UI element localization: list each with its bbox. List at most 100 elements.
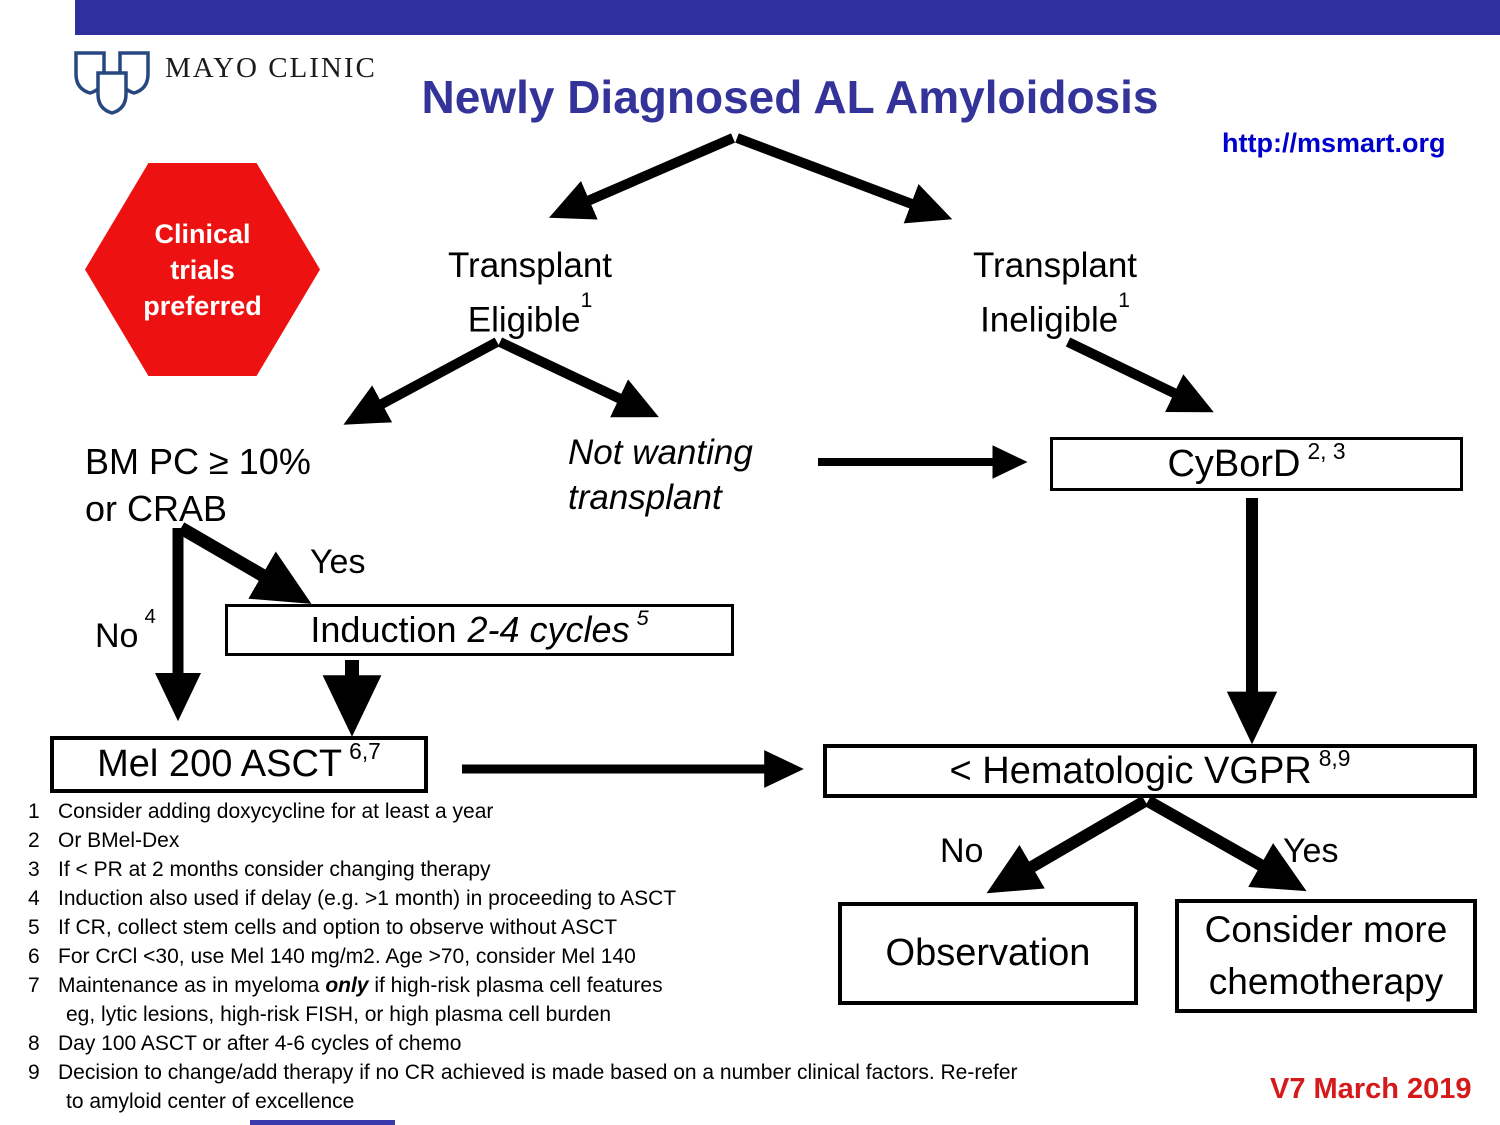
footnote-text: Induction also used if delay (e.g. >1 mo… <box>58 884 1290 913</box>
msmart-link[interactable]: http://msmart.org <box>1222 128 1446 158</box>
footnote-row-7: 7 Maintenance as in myeloma only if high… <box>28 971 1290 1029</box>
mel200-label: Mel 200 ASCT <box>97 743 343 785</box>
box-observation: Observation <box>838 902 1138 1005</box>
transplant-ineligible-line1: Transplant <box>972 246 1138 285</box>
footnote-text: If CR, collect stem cells and option to … <box>58 913 1290 942</box>
vgpr-label: < Hematologic VGPR <box>949 749 1312 792</box>
transplant-eligible-line2: Eligible1 <box>395 289 665 344</box>
induction-label: Induction <box>310 609 457 650</box>
chemo-text: Consider more chemotherapy <box>1205 904 1448 1008</box>
observation-label: Observation <box>885 932 1091 974</box>
footnote-text-main: If < PR at 2 months consider changing th… <box>58 858 491 881</box>
footnote-number: 7 <box>28 974 40 997</box>
clinical-trials-badge: Clinical trials preferred <box>85 163 320 376</box>
footnote-number: 4 <box>28 887 40 910</box>
version-stamp: V7 March 2019 <box>1270 1073 1472 1105</box>
node-transplant-ineligible: Transplant Ineligible1 <box>920 242 1190 344</box>
label-no-asct-text: No <box>95 617 139 655</box>
clinical-trials-badge-text: Clinical trials preferred <box>143 216 262 324</box>
not-wanting-line1: Not wanting <box>568 433 753 472</box>
badge-line-3: preferred <box>143 290 262 321</box>
cybord-label: CyBorD <box>1167 442 1301 485</box>
footnote-text-main: Or BMel-Dex <box>58 829 180 852</box>
label-no-observation: No <box>940 832 984 870</box>
footnote-number: 6 <box>28 945 40 968</box>
node-not-wanting-transplant: Not wanting transplant <box>568 430 753 520</box>
footnote-text: Consider adding doxycycline for at least… <box>58 797 1290 826</box>
footnote-row-8: 8 Day 100 ASCT or after 4-6 cycles of ch… <box>28 1029 1290 1058</box>
mayo-logo: MAYO CLINIC <box>73 50 377 118</box>
footnote-text: Maintenance as in myeloma only if high-r… <box>58 971 1290 1029</box>
arrow-bmpc-to-induction <box>177 522 312 604</box>
transplant-eligible-line1: Transplant <box>447 246 613 285</box>
footnote-row-1: 1 Consider adding doxycycline for at lea… <box>28 797 1290 826</box>
mayo-logo-text: MAYO CLINIC <box>165 52 377 84</box>
node-bm-pc-crab: BM PC ≥ 10% or CRAB <box>85 438 311 532</box>
footnote-text-emph: only <box>325 974 369 997</box>
footnote-text: Decision to change/add therapy if no CR … <box>58 1058 1290 1116</box>
bottom-bar-strip <box>250 1120 395 1125</box>
transplant-ineligible-footref: 1 <box>1118 289 1130 313</box>
chemo-line2: chemotherapy <box>1208 961 1444 1002</box>
arrow-eligible-to-notwanting <box>497 337 659 418</box>
footnote-text-line2: eg, lytic lesions, high-risk FISH, or hi… <box>66 1003 612 1026</box>
footnote-text: Or BMel-Dex <box>58 826 1290 855</box>
footnote-text-cont: if high-risk plasma cell features <box>368 974 663 997</box>
footnote-text: If < PR at 2 months consider changing th… <box>58 855 1290 884</box>
footnote-row-6: 6 For CrCl <30, use Mel 140 mg/m2. Age >… <box>28 942 1290 971</box>
arrow-title-to-ineligible <box>735 133 953 224</box>
page-title: Newly Diagnosed AL Amyloidosis <box>421 71 1159 123</box>
transplant-ineligible-label: Ineligible <box>980 300 1119 340</box>
induction-detail: 2-4 cycles <box>467 609 630 650</box>
footnote-text-main: If CR, collect stem cells and option to … <box>58 916 618 939</box>
chemo-line1: Consider more <box>1204 909 1448 950</box>
cybord-footref: 2, 3 <box>1307 437 1346 464</box>
transplant-ineligible-line2: Ineligible1 <box>920 289 1190 344</box>
arrow-eligible-to-bmpc <box>343 337 500 425</box>
induction-footref: 5 <box>636 605 649 631</box>
top-bar <box>75 0 1500 35</box>
footnote-text-main: Day 100 ASCT or after 4-6 cycles of chem… <box>58 1032 462 1055</box>
node-transplant-eligible: Transplant Eligible1 <box>395 242 665 344</box>
footnote-text-main: Decision to change/add therapy if no CR … <box>58 1061 1018 1084</box>
bmpc-line2: or CRAB <box>85 488 228 529</box>
footnote-text: For CrCl <30, use Mel 140 mg/m2. Age >70… <box>58 942 1290 971</box>
label-yes-chemo: Yes <box>1283 832 1339 870</box>
badge-line-1: Clinical <box>154 218 251 249</box>
footnote-text-main: Induction also used if delay (e.g. >1 mo… <box>58 887 677 910</box>
footnote-row-3: 3 If < PR at 2 months consider changing … <box>28 855 1290 884</box>
box-consider-more-chemo: Consider more chemotherapy <box>1175 899 1477 1013</box>
footnote-number: 1 <box>28 800 40 823</box>
not-wanting-line2: transplant <box>568 478 722 517</box>
footnotes-list: 1 Consider adding doxycycline for at lea… <box>28 797 1290 1116</box>
mel200-footref: 6,7 <box>349 738 381 765</box>
footnote-number: 9 <box>28 1061 40 1084</box>
vgpr-footref: 8,9 <box>1318 744 1351 771</box>
arrow-title-to-eligible <box>548 133 735 220</box>
footnote-text-main: Maintenance as in myeloma <box>58 974 326 997</box>
footnote-row-9: 9 Decision to change/add therapy if no C… <box>28 1058 1290 1116</box>
badge-line-2: trials <box>170 254 235 285</box>
footnote-number: 2 <box>28 829 40 852</box>
footnote-number: 5 <box>28 916 40 939</box>
transplant-eligible-footref: 1 <box>580 289 593 313</box>
footnote-number: 8 <box>28 1032 40 1055</box>
transplant-eligible-label: Eligible <box>467 300 581 340</box>
label-no-asct-footref: 4 <box>144 606 156 629</box>
footnote-number: 3 <box>28 858 40 881</box>
bmpc-line1: BM PC ≥ 10% <box>85 441 311 482</box>
mayo-shields-icon <box>74 51 150 115</box>
footnote-row-4: 4 Induction also used if delay (e.g. >1 … <box>28 884 1290 913</box>
footnote-text-main: Consider adding doxycycline for at least… <box>58 800 494 823</box>
footnote-row-2: 2 Or BMel-Dex <box>28 826 1290 855</box>
footnote-text-line2: to amyloid center of excellence <box>66 1090 355 1113</box>
label-yes-induction: Yes <box>310 543 366 581</box>
arrow-ineligible-to-cybord <box>1065 337 1214 413</box>
footnote-text: Day 100 ASCT or after 4-6 cycles of chem… <box>58 1029 1290 1058</box>
